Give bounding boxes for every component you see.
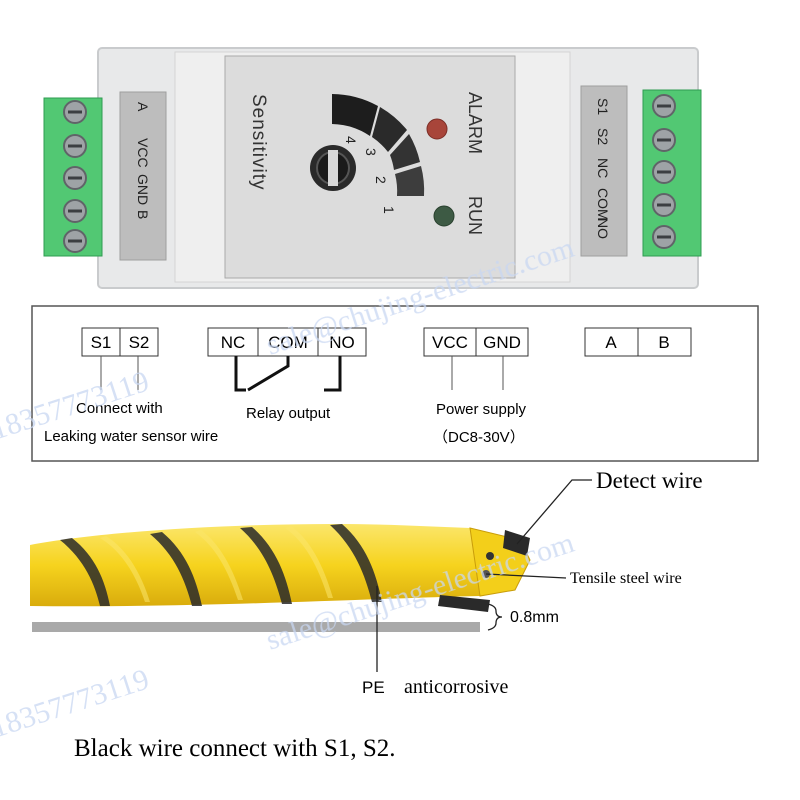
wiring-diagram: S1 S2 Connect with Leaking water sensor … <box>31 305 759 462</box>
run-led <box>433 205 455 227</box>
sensitivity-knob[interactable] <box>310 145 356 191</box>
right-terminal-label-s2: S2 <box>595 128 611 145</box>
tensile-steel-wire-label: Tensile steel wire <box>570 570 682 587</box>
left-terminal-label-b: B <box>135 210 151 219</box>
watermark-phone-lower: 18357773119 <box>0 663 153 745</box>
left-screw-4 <box>63 199 87 223</box>
right-terminal-label-com: COM <box>595 188 611 221</box>
left-screw-3 <box>63 166 87 190</box>
dial-number-3: 3 <box>363 148 379 156</box>
power-caption-line2: （DC8-30V） <box>433 429 525 446</box>
comm-terminal-group: A B <box>584 327 692 357</box>
left-screw-5 <box>63 229 87 253</box>
relay-terminal-group: NC COM NO Relay output <box>207 327 367 422</box>
terminal-s2: S2 <box>129 333 150 352</box>
terminal-b: B <box>658 333 669 352</box>
power-terminal-group: VCC GND Power supply （DC8-30V） <box>423 327 529 446</box>
dial-number-4: 4 <box>343 136 359 144</box>
alarm-led <box>426 118 448 140</box>
power-caption-line1: Power supply <box>436 401 527 418</box>
anticorrosive-label: anticorrosive <box>404 676 509 698</box>
dial-number-1: 1 <box>381 206 397 214</box>
terminal-no: NO <box>329 333 355 352</box>
sensor-terminal-group: S1 S2 Connect with Leaking water sensor … <box>44 327 218 445</box>
thickness-label: 0.8mm <box>510 609 559 626</box>
right-screw-3 <box>652 160 676 184</box>
relay-caption: Relay output <box>246 405 331 422</box>
terminal-com: COM <box>268 333 308 352</box>
terminal-gnd: GND <box>483 333 521 352</box>
left-terminal-label-gnd: GND <box>135 174 151 205</box>
front-panel <box>224 55 516 279</box>
terminal-a: A <box>605 333 617 352</box>
right-screw-4 <box>652 193 676 217</box>
alarm-label: ALARM <box>465 92 485 154</box>
sensor-caption-line1: Connect with <box>76 400 163 417</box>
right-terminal-label-no: NO <box>595 218 611 239</box>
sensitivity-label: Sensitivity <box>248 94 269 191</box>
left-terminal-label-a: A <box>135 102 151 112</box>
left-screw-1 <box>63 100 87 124</box>
sensor-cable <box>30 524 531 632</box>
left-terminal-label-vcc: VCC <box>135 138 151 168</box>
left-screw-2 <box>63 134 87 158</box>
terminal-vcc: VCC <box>432 333 468 352</box>
sensitivity-scale <box>332 94 425 196</box>
left-terminal-block: A VCC GND B <box>43 91 167 261</box>
run-label: RUN <box>465 196 485 235</box>
sensor-caption-line2: Leaking water sensor wire <box>44 428 218 445</box>
footer-note: Black wire connect with S1, S2. <box>74 735 395 762</box>
right-screw-2 <box>652 128 676 152</box>
right-screw-1 <box>652 94 676 118</box>
right-terminal-label-s1: S1 <box>595 98 611 115</box>
pe-label: PE <box>362 678 385 697</box>
right-screw-5 <box>652 225 676 249</box>
ground-surface <box>32 622 480 632</box>
cable-callouts: Detect wire Tensile steel wire 0.8mm PE … <box>362 468 703 698</box>
terminal-nc: NC <box>221 333 246 352</box>
detect-wire-label: Detect wire <box>596 468 703 493</box>
right-terminal-label-nc: NC <box>595 158 611 178</box>
dial-number-2: 2 <box>373 176 389 184</box>
terminal-s1: S1 <box>91 333 112 352</box>
